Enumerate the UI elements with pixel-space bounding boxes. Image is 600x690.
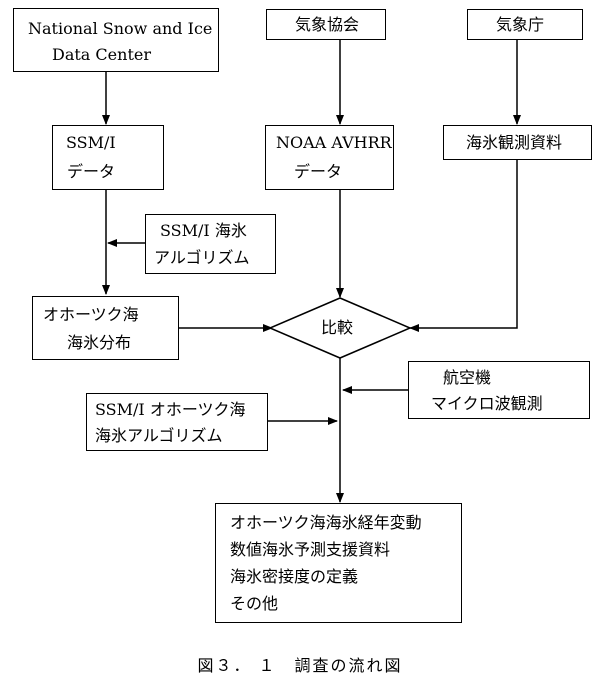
results-line-1: オホーツク海海氷経年変動 [230,513,422,532]
nsidc-box: National Snow and Ice Data Center [13,8,219,72]
compare-label: 比較 [321,318,354,337]
results-line-3: 海氷密接度の定義 [230,567,359,586]
noaa-data-line-2: データ [294,162,343,181]
results-line-4: その他 [230,594,279,613]
okhotsk-algorithm-line-2: 海氷アルゴリズム [95,426,223,445]
results-box: オホーツク海海氷経年変動 数値海氷予測支援資料 海氷密接度の定義 その他 [215,503,462,623]
aircraft-box: 航空機 マイクロ波観測 [408,361,590,419]
aircraft-line-1: 航空機 [443,368,492,387]
ssmi-algorithm-line-2: アルゴリズム [154,248,250,267]
figure-caption: 図３． １ 調査の流れ図 [197,656,403,675]
nsidc-line-2: Data Center [52,45,151,64]
noaa-data-box: NOAA AVHRR データ [265,125,394,190]
compare-diamond [268,297,412,359]
kishou-kyoukai-box: 気象協会 [266,9,386,40]
kishouchou-label: 気象庁 [496,15,545,34]
okhotsk-dist-line-2: 海氷分布 [67,333,132,352]
sea-ice-obs-label: 海氷観測資料 [466,133,563,152]
okhotsk-dist-line-1: オホーツク海 [43,305,139,324]
sea-ice-obs-box: 海氷観測資料 [443,125,592,160]
ssmi-algorithm-box: SSM/I 海氷 アルゴリズム [145,214,276,274]
noaa-data-line-1: NOAA AVHRR [276,133,392,152]
ssmi-data-box: SSM/I データ [52,125,164,190]
okhotsk-algorithm-box: SSM/I オホーツク海 海氷アルゴリズム [86,393,268,451]
ssmi-data-line-2: データ [67,162,116,181]
kishouchou-box: 気象庁 [467,9,583,40]
kishou-kyoukai-label: 気象協会 [295,15,360,34]
results-line-2: 数値海氷予測支援資料 [230,540,391,559]
ssmi-algorithm-line-1: SSM/I 海氷 [160,221,247,240]
aircraft-line-2: マイクロ波観測 [431,394,543,413]
ssmi-data-line-1: SSM/I [66,133,116,152]
arrow-obs-to-compare [409,160,518,332]
nsidc-line-1: National Snow and Ice [28,19,213,38]
okhotsk-dist-box: オホーツク海 海氷分布 [32,296,179,360]
okhotsk-algorithm-line-1: SSM/I オホーツク海 [95,400,246,419]
